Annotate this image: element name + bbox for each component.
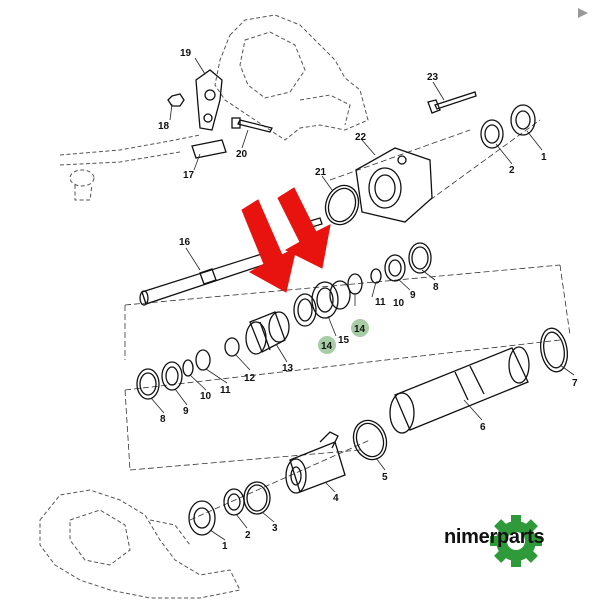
callout-13: 13 [282,363,294,374]
part-21-o-ring[interactable] [320,181,364,230]
leader-lines [150,57,575,541]
callout-9-lower: 9 [183,406,189,417]
part-1-seal-top[interactable] [510,104,536,136]
callout-21: 21 [315,167,327,178]
part-9-ring-lower[interactable] [161,361,183,391]
part-2-seal-bottom[interactable] [223,488,245,516]
brand-wordmark[interactable]: nimerparts [444,526,545,548]
part-3-o-ring[interactable] [243,481,271,515]
part-12-o-ring[interactable] [224,337,240,357]
part-18-nut[interactable] [167,93,185,107]
callout-11-lower: 11 [220,385,231,396]
ghost-housing-bottom [39,489,241,599]
gear-logo-icon [490,515,542,567]
callout-2-top: 2 [509,165,515,176]
callout-14-b: 14 [354,324,366,335]
part-6-sleeve[interactable] [389,346,530,434]
part-7-o-ring[interactable] [537,326,570,374]
callout-16: 16 [179,237,191,248]
callout-9-upper: 9 [410,290,416,301]
callout-1-bottom: 1 [222,541,228,552]
part-19-pitman-arm[interactable] [195,69,223,131]
part-8-snap-ring-upper[interactable] [408,242,432,274]
part-22-valve-housing[interactable] [355,147,433,223]
callout-23: 23 [427,72,439,83]
part-17-lock-plate[interactable] [191,139,227,159]
highlight-circle-14a [318,336,336,354]
part-10-ring-lower[interactable] [182,359,194,377]
part-4-valve-body[interactable] [285,431,346,494]
part-5-o-ring[interactable] [348,416,392,465]
part-8-snap-ring-lower[interactable] [136,368,160,400]
callout-11-upper: 11 [375,297,386,308]
corner-chevron-icon[interactable] [578,8,588,18]
red-arrow-icon [241,187,331,293]
part-11-washer-lower[interactable] [195,349,211,371]
part-9-ring-upper[interactable] [384,254,406,282]
callout-8-lower: 8 [160,414,166,425]
part-10-ring-upper[interactable] [370,268,382,284]
highlight-circle-14b [351,319,369,337]
callout-5: 5 [382,472,388,483]
callout-3: 3 [272,523,278,534]
ghost-housing-top [59,14,369,201]
callout-10-lower: 10 [200,391,212,402]
part-1-seal-bottom[interactable] [188,500,216,536]
part-2-seal-top[interactable] [480,119,504,149]
part-13-piston[interactable] [245,311,290,355]
callout-18: 18 [158,121,170,132]
callout-8-upper: 8 [433,282,439,293]
callout-2-bottom: 2 [245,530,251,541]
part-15-ring-stack[interactable] [293,280,351,327]
center-lines [124,119,571,521]
callout-22: 22 [355,132,367,143]
callout-15: 15 [338,335,350,346]
callout-6: 6 [480,422,486,433]
callout-14-a: 14 [321,341,333,352]
callout-20: 20 [236,149,248,160]
callout-10-upper: 10 [393,298,405,309]
callout-7: 7 [572,378,578,389]
part-20-bolt[interactable] [231,117,273,133]
callout-19: 19 [180,48,192,59]
part-23-bolt[interactable] [427,91,477,114]
callout-12: 12 [244,373,256,384]
callout-4: 4 [333,493,339,504]
callout-17: 17 [183,170,195,181]
callout-1-top: 1 [541,152,547,163]
